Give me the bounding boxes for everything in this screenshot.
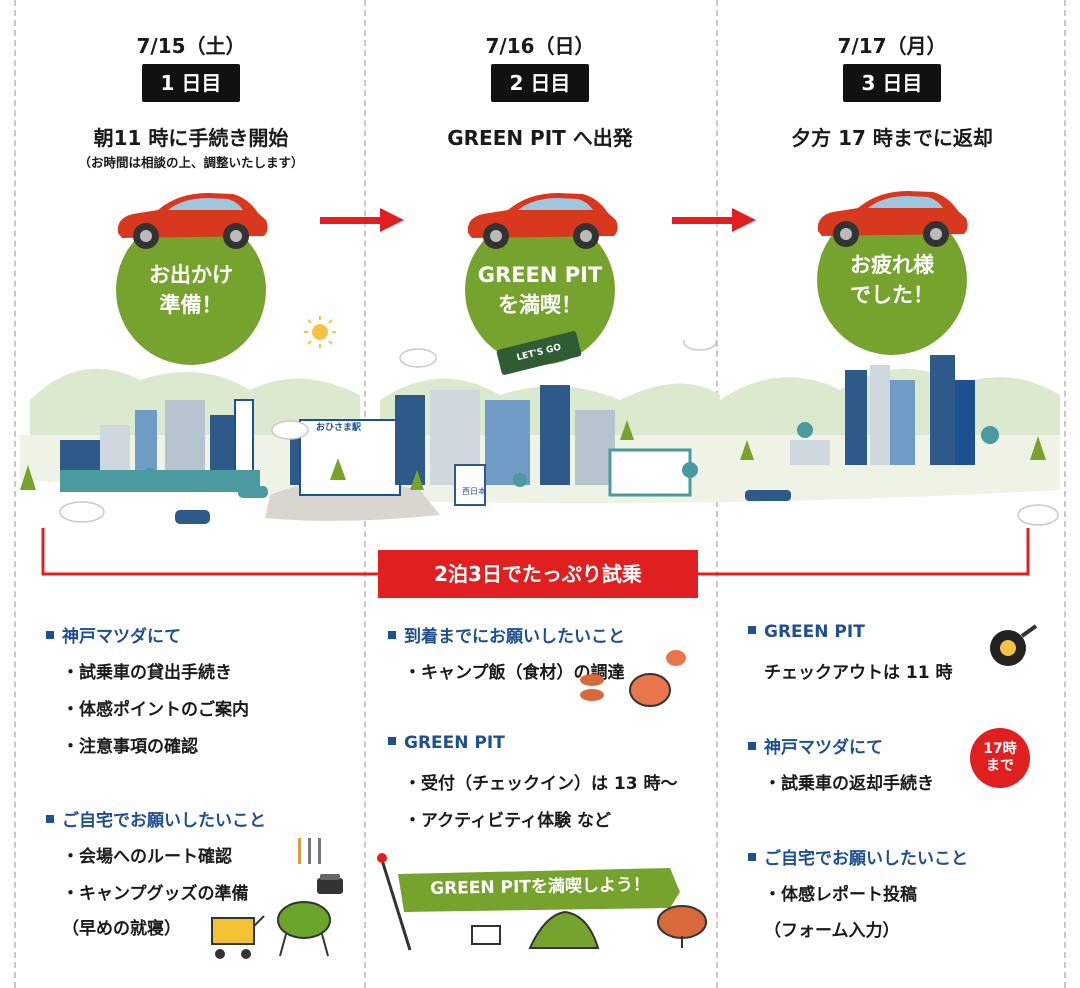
col2-sec1-title: 到着までにお願いしたいこと xyxy=(388,622,625,647)
column-divider xyxy=(1064,0,1066,988)
frying-pan-icon xyxy=(990,624,1038,666)
day2-circle-line2: を満喫！ xyxy=(498,293,582,317)
day1-badge: 1 日目 xyxy=(142,64,240,102)
station-sign: おひさま駅 xyxy=(316,423,362,433)
col3-sec1-title: GREEN PIT xyxy=(748,622,865,642)
cutlery-icon xyxy=(298,838,321,864)
grill-icon xyxy=(277,901,331,957)
arrow-right-icon xyxy=(320,208,404,232)
deadline-badge: 17時 まで xyxy=(970,728,1030,788)
town-sign: 西日本 xyxy=(462,487,486,496)
flag-text: GREEN PITを満喫しよう！ xyxy=(429,875,651,899)
day3-date: 7/17（月） xyxy=(837,34,947,58)
col1-sec2-title: ご自宅でお願いしたいこと xyxy=(46,806,266,831)
list-item: ・注意事項の確認 xyxy=(62,737,198,757)
town-illustration xyxy=(20,340,1060,526)
list-item: （フォーム入力） xyxy=(764,921,900,941)
col3-sec3-title: ご自宅でお願いしたいこと xyxy=(748,844,968,869)
day2-date: 7/16（日） xyxy=(485,34,595,58)
camp-food-icon xyxy=(580,650,686,707)
col2-sec2-title: GREEN PIT xyxy=(388,733,505,753)
sun-icon xyxy=(304,316,336,348)
list-item: ・アクティビティ体験 など xyxy=(404,811,612,831)
day1-subcaption: （お時間は相談の上、調整いたします） xyxy=(78,155,304,170)
day1-circle-line1: お出かけ xyxy=(149,263,233,287)
list-item: ・キャンプグッズの準備 xyxy=(62,884,249,904)
car-icon xyxy=(117,193,268,249)
deadline-badge-line1: 17時 xyxy=(983,741,1017,757)
day2-caption: GREEN PIT へ出発 xyxy=(447,126,633,150)
day2-badge: 2 日目 xyxy=(491,64,589,102)
day3-badge: 3 日目 xyxy=(843,64,941,102)
day1-caption: 朝11 時に手続き開始 xyxy=(93,126,289,150)
col1-sec1-title: 神戸マツダにて xyxy=(46,622,181,647)
day3-circle-line2: でした！ xyxy=(850,283,934,307)
list-item: ・受付（チェックイン）は 13 時～ xyxy=(404,774,678,794)
list-item: （早めの就寝） xyxy=(62,919,181,939)
car-icon xyxy=(467,193,618,249)
list-item: ・会場へのルート確認 xyxy=(62,847,232,867)
list-item: チェックアウトは 11 時 xyxy=(764,663,953,683)
car-icon xyxy=(817,191,968,247)
cart-icon xyxy=(211,915,265,959)
day1-date: 7/15（土） xyxy=(136,34,246,58)
cooler-icon xyxy=(317,874,343,894)
col3-sec2-title: 神戸マツダにて xyxy=(748,733,883,758)
list-item: ・試乗車の貸出手続き xyxy=(62,663,232,683)
list-item: ・体感ポイントのご案内 xyxy=(62,700,249,720)
list-item: ・体感レポート投稿 xyxy=(764,885,917,905)
duration-banner: 2泊3日でたっぷり試乗 xyxy=(378,550,698,598)
day2-circle-line1: GREEN PIT xyxy=(477,263,603,287)
column-divider xyxy=(14,0,16,988)
deadline-badge-line2: まで xyxy=(986,758,1014,774)
steak-icon xyxy=(657,905,707,948)
day3-caption: 夕方 17 時までに返却 xyxy=(791,126,993,150)
list-item: ・試乗車の返却手続き xyxy=(764,774,934,794)
day1-circle-line2: 準備！ xyxy=(159,293,223,317)
green-pit-flag xyxy=(377,853,680,951)
list-item: ・キャンプ飯（食材）の調達 xyxy=(404,663,625,683)
arrow-right-icon xyxy=(672,208,756,232)
day3-circle-line1: お疲れ様 xyxy=(850,253,934,277)
